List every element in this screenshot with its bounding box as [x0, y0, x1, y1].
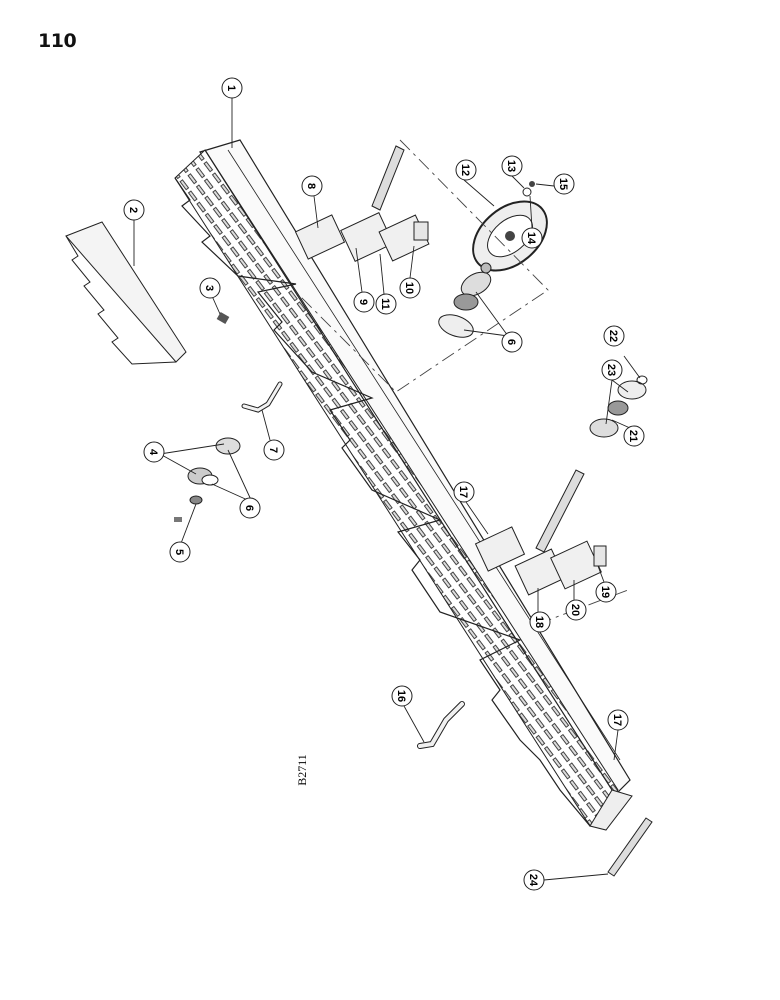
callout-4: 4: [143, 441, 165, 463]
callout-11: 11: [375, 293, 397, 315]
callout-2: 2: [123, 199, 145, 221]
callout-9: 9: [353, 291, 375, 313]
svg-text:1: 1: [225, 85, 237, 91]
callout-18: 18: [529, 611, 551, 633]
crank-bar-icon: [417, 701, 465, 749]
slat-bar-icon: [607, 817, 653, 877]
svg-text:23: 23: [605, 364, 617, 376]
callout-16: 16: [391, 685, 413, 707]
svg-text:17: 17: [611, 714, 623, 726]
svg-text:11: 11: [379, 298, 391, 310]
figure-code: B2711: [295, 754, 309, 786]
svg-text:15: 15: [557, 178, 569, 190]
callout-17b: 17: [607, 709, 629, 731]
callout-1: 1: [221, 77, 243, 99]
svg-text:22: 22: [607, 330, 619, 342]
callout-24: 24: [523, 869, 545, 891]
lower-bearing-group-icon: [589, 375, 648, 438]
svg-text:5: 5: [173, 549, 185, 555]
svg-text:6: 6: [505, 339, 517, 345]
sprocket-pulley-icon: [472, 200, 548, 272]
callout-20: 20: [565, 599, 587, 621]
callout-13: 13: [501, 155, 523, 177]
callout-21: 21: [623, 425, 645, 447]
svg-text:13: 13: [505, 160, 517, 172]
callout-12: 12: [455, 159, 477, 181]
callout-7: 7: [263, 439, 285, 461]
raddle-chain-assembly-icon: [174, 139, 633, 831]
callout-19: 19: [595, 581, 617, 603]
svg-text:14: 14: [525, 232, 537, 245]
callout-6a: 6: [239, 497, 261, 519]
svg-text:7: 7: [267, 447, 279, 453]
drive-shaft-icon: [294, 145, 430, 262]
page-number: 110: [38, 30, 77, 52]
callout-22: 22: [603, 325, 625, 347]
callouts: 1 2 3 4 5 6 6 7 8 9 10 11 12 13 14 15 16…: [123, 77, 645, 891]
svg-text:6: 6: [243, 505, 255, 511]
left-bearing-group-icon: [174, 381, 283, 522]
callout-5: 5: [169, 541, 191, 563]
svg-text:21: 21: [627, 430, 639, 442]
svg-text:2: 2: [127, 207, 139, 213]
callout-17a: 17: [453, 481, 475, 503]
callout-8: 8: [301, 175, 323, 197]
bearing-plate-icon: [474, 526, 526, 572]
svg-text:3: 3: [203, 285, 215, 291]
flange-bearing-icon: [438, 181, 535, 338]
lower-drive-shaft-icon: [514, 469, 607, 596]
svg-text:17: 17: [457, 486, 469, 498]
toothed-strip-icon: [65, 221, 187, 365]
svg-text:8: 8: [305, 183, 317, 189]
svg-text:16: 16: [395, 690, 407, 702]
callout-10: 10: [399, 277, 421, 299]
callout-3: 3: [199, 277, 221, 299]
callout-14: 14: [521, 227, 543, 249]
svg-text:24: 24: [527, 874, 539, 887]
svg-text:18: 18: [533, 616, 545, 628]
callout-23: 23: [601, 359, 623, 381]
svg-text:10: 10: [403, 282, 415, 294]
callout-6b: 6: [501, 331, 523, 353]
callout-15: 15: [553, 173, 575, 195]
svg-text:12: 12: [459, 164, 471, 176]
svg-text:9: 9: [357, 299, 369, 305]
svg-text:19: 19: [599, 586, 611, 598]
svg-text:4: 4: [147, 449, 159, 456]
leader-lines: [133, 98, 641, 881]
svg-text:20: 20: [569, 604, 581, 616]
bolt-icon: [216, 312, 230, 324]
